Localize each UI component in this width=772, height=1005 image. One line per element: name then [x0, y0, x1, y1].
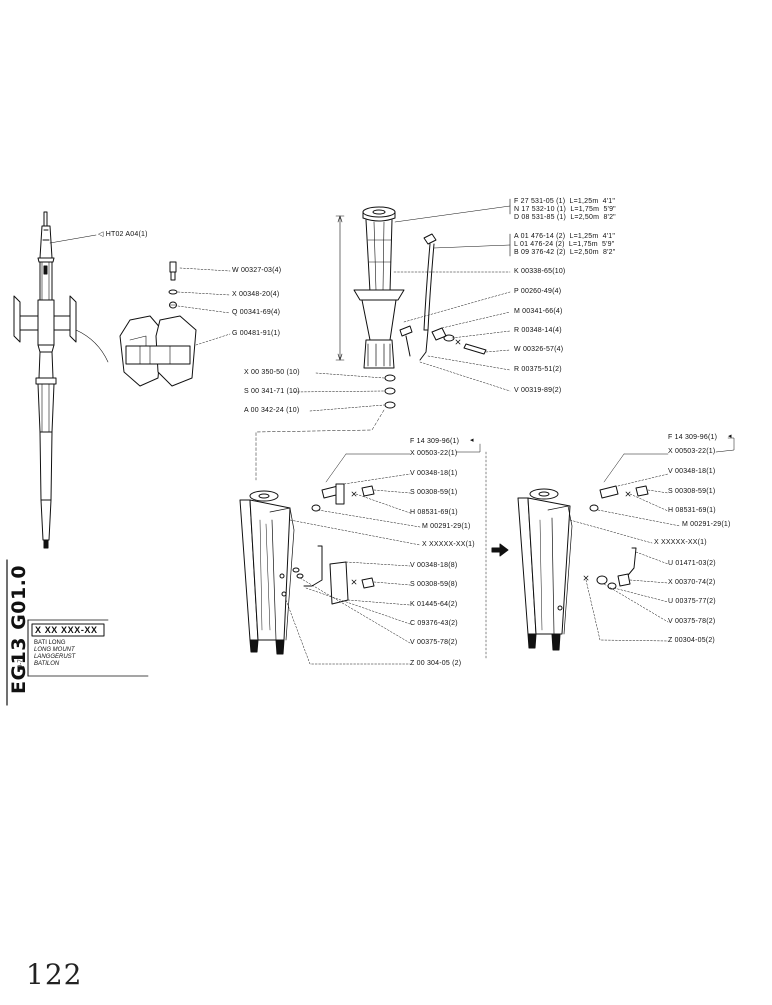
mast-assembly: [13, 211, 231, 549]
part-label: X XXXXX-XX(1): [422, 541, 475, 548]
arrow-left-icon: ◂: [470, 437, 474, 444]
part-label: Z 00 304-05 (2): [410, 660, 462, 667]
part-label: V 00319-89(2): [514, 387, 562, 394]
part-label: Z 00304-05(2): [668, 637, 715, 644]
part-label: V 00348-18(8): [410, 562, 458, 569]
long-mount-assembly: [255, 198, 511, 481]
part-label: F 14 309-96(1): [410, 438, 460, 445]
part-label: Q 00341-69(4): [232, 309, 281, 316]
part-label: U 01471-03(2): [668, 560, 716, 567]
base-assembly-right: [517, 437, 735, 651]
part-label: X XXXXX-XX(1): [654, 539, 707, 546]
sheet-date: 9-79: [18, 655, 24, 668]
part-label: W 00326-57(4): [514, 346, 564, 353]
base-assembly-left: [239, 443, 487, 665]
mast-callout-text: HT02 A04(1): [105, 231, 148, 238]
length-set-1-line: N 17 532-10 (1) L=1,75m 5'9": [514, 206, 616, 213]
length-set-1-line: D 08 531-85 (1) L=2,50m 8'2": [514, 214, 616, 221]
part-label: X 00503-22(1): [668, 448, 716, 455]
sheet-vertical-code: EG13 G01.0: [8, 564, 30, 694]
part-label: M 00291-29(1): [422, 523, 471, 530]
page-number: 122: [26, 958, 83, 991]
part-label: P 00260-49(4): [514, 288, 562, 295]
arrow-right-icon: [491, 543, 509, 557]
part-label: A 00 342-24 (10): [244, 407, 300, 414]
part-label: S 00308-59(1): [668, 488, 716, 495]
part-label: G 00481-91(1): [232, 330, 281, 337]
mast-callout: ◁ HT02 A04(1): [98, 231, 148, 239]
part-label: R 00375-51(2): [514, 366, 562, 373]
part-label: F 14 309-96(1): [668, 434, 718, 441]
part-label: R 00348-14(4): [514, 327, 562, 334]
arrow-left-icon: ◂: [728, 433, 732, 440]
part-label: M 00291-29(1): [682, 521, 731, 528]
part-label: V 00348-18(1): [668, 468, 716, 475]
part-label: X 00370-74(2): [668, 579, 716, 586]
triangle-marker-icon: ◁: [98, 231, 106, 238]
part-label: H 08531-69(1): [410, 509, 458, 516]
part-label: W 00327-03(4): [232, 267, 282, 274]
part-label: C 09376-43(2): [410, 620, 458, 627]
length-set-2-line: A 01 476-14 (2) L=1,25m 4'1": [514, 233, 616, 240]
part-label: K 00338-65(10): [514, 268, 566, 275]
length-set-2-line: B 09 376-42 (2) L=2,50m 8'2": [514, 249, 616, 256]
title-line: BATILON: [34, 661, 60, 667]
part-number: X XX XXX-XX: [35, 625, 98, 635]
title-block-frame: [6, 559, 149, 706]
part-label: S 00 341-71 (10): [244, 388, 300, 395]
part-label: H 08531-69(1): [668, 507, 716, 514]
length-set-2-line: L 01 476-24 (2) L=1,75m 5'9": [514, 241, 615, 248]
part-label: V 00348-18(1): [410, 470, 458, 477]
length-set-1-line: F 27 531-05 (1) L=1,25m 4'1": [514, 198, 616, 205]
part-label: V 00375-78(2): [410, 639, 458, 646]
part-label: S 00308-59(8): [410, 581, 458, 588]
title-line: LONG MOUNT: [34, 647, 75, 653]
part-label: X 00503-22(1): [410, 450, 458, 457]
part-label: V 00375-78(2): [668, 618, 716, 625]
part-label: X 00348-20(4): [232, 291, 280, 298]
part-label: S 00308-59(1): [410, 489, 458, 496]
part-label: X 00 350-50 (10): [244, 369, 300, 376]
title-line: BATI LONG: [34, 640, 66, 646]
part-label: M 00341-66(4): [514, 308, 563, 315]
part-label: K 01445-64(2): [410, 601, 458, 608]
part-label: U 00375-77(2): [668, 598, 716, 605]
title-line: LANGGERUST: [34, 654, 76, 660]
